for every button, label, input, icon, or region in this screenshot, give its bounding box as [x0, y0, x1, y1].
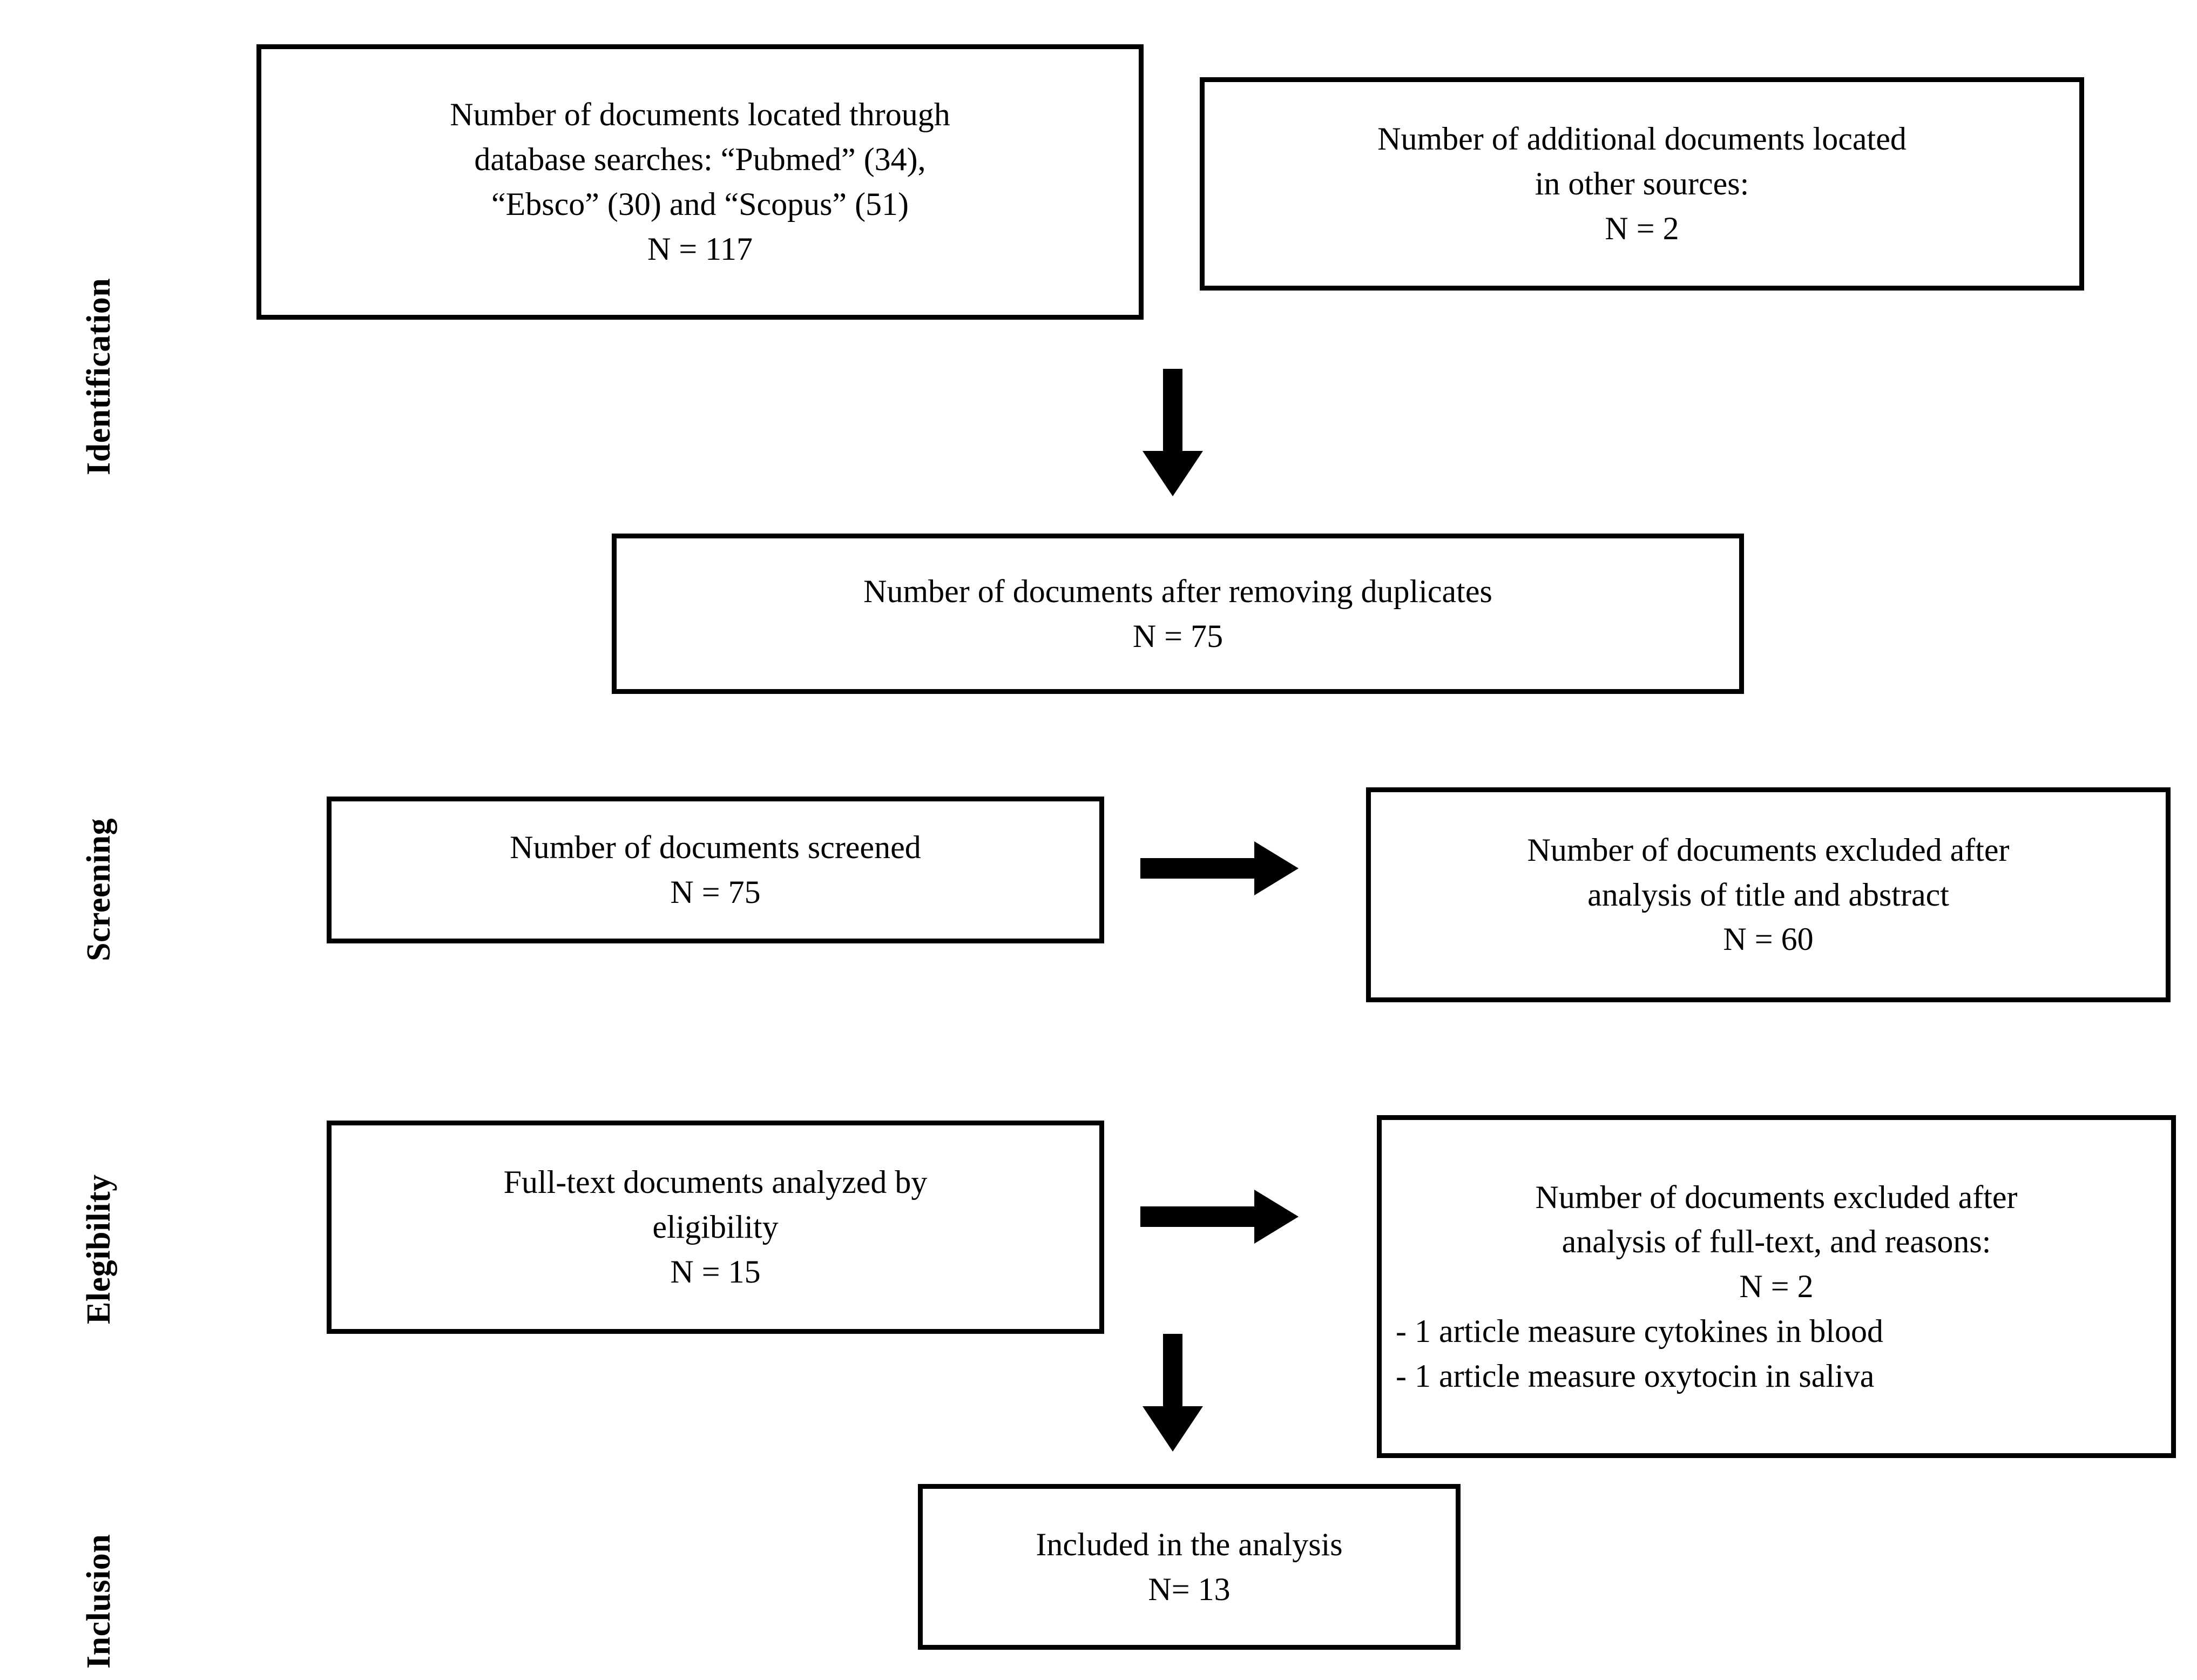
box-line: N = 75: [670, 874, 761, 910]
box-line: analysis of title and abstract: [1587, 876, 1949, 913]
box-line: N = 117: [647, 231, 753, 267]
box-line: Number of documents screened: [510, 829, 921, 866]
box-line: database searches: “Pubmed” (34),: [474, 141, 926, 178]
stage-label-eligibility: Elegibility: [80, 1174, 117, 1324]
box-included-in-analysis: Included in the analysis N= 13: [918, 1484, 1461, 1650]
arrow-right-fulltext-to-excluded: [1140, 1190, 1299, 1244]
stage-label-screening: Screening: [80, 818, 117, 961]
box-line: N = 60: [1723, 921, 1814, 957]
box-fulltext-eligibility: Full-text documents analyzed by eligibil…: [327, 1121, 1104, 1334]
box-line: Number of documents located through: [450, 97, 950, 133]
box-after-duplicates: Number of documents after removing dupli…: [612, 534, 1744, 694]
box-database-search: Number of documents located through data…: [256, 44, 1144, 320]
box-line: N= 13: [1148, 1571, 1231, 1607]
stage-label-inclusion: Inclusion: [80, 1534, 117, 1669]
box-line: “Ebsco” (30) and “Scopus” (51): [491, 186, 909, 222]
box-line: N = 75: [1132, 618, 1223, 654]
box-documents-screened: Number of documents screened N = 75: [327, 797, 1104, 943]
box-line: Number of additional documents located: [1377, 121, 1907, 157]
arrow-down-to-duplicates: [1112, 369, 1233, 496]
box-line: Number of documents excluded after: [1535, 1179, 2018, 1215]
box-other-sources: Number of additional documents located i…: [1200, 77, 2084, 291]
box-line: N = 15: [670, 1253, 761, 1290]
arrow-down-to-included: [1112, 1334, 1233, 1452]
stage-label-identification: Identification: [80, 278, 117, 475]
box-reason-item: - 1 article measure cytokines in blood: [1396, 1313, 1884, 1349]
box-line: N = 2: [1739, 1269, 1814, 1305]
box-line: eligibility: [652, 1209, 779, 1245]
box-excluded-title-abstract: Number of documents excluded after analy…: [1366, 787, 2171, 1002]
box-line: Number of documents excluded after: [1527, 832, 2010, 868]
box-line: in other sources:: [1534, 166, 1749, 202]
arrow-right-screened-to-excluded: [1140, 841, 1299, 895]
box-line: analysis of full-text, and reasons:: [1561, 1224, 1991, 1260]
box-line: Full-text documents analyzed by: [503, 1164, 928, 1200]
box-line: Included in the analysis: [1036, 1526, 1343, 1562]
box-line: N = 2: [1605, 210, 1679, 246]
box-reason-item: - 1 article measure oxytocin in saliva: [1396, 1358, 1875, 1394]
box-excluded-fulltext: Number of documents excluded after analy…: [1377, 1115, 2176, 1458]
box-line: Number of documents after removing dupli…: [863, 573, 1492, 609]
